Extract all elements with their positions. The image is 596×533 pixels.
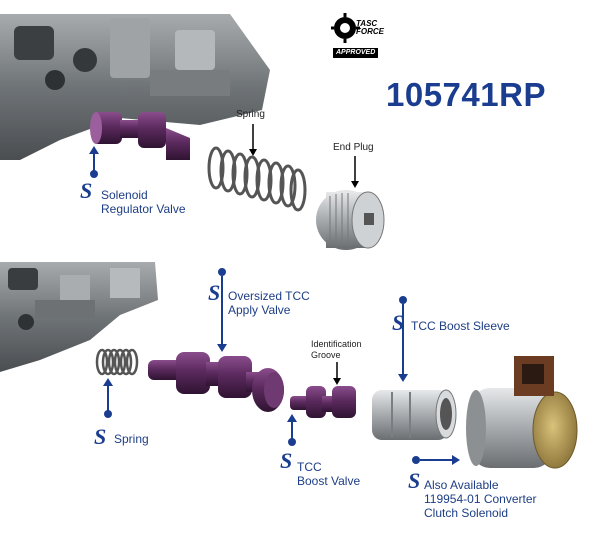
tasc-s-marks: S S S S S S bbox=[80, 178, 420, 493]
label-identification-groove: Identification Groove bbox=[311, 339, 362, 360]
svg-text:S: S bbox=[80, 178, 92, 203]
valve-body-casting-top bbox=[0, 14, 270, 160]
spring-top-part bbox=[207, 146, 307, 212]
callout-arrows bbox=[89, 124, 460, 465]
logo-line-force: FORCE bbox=[356, 27, 384, 36]
spring-bottom-part bbox=[95, 348, 139, 376]
label-oversized-tcc-apply-valve: Oversized TCC Apply Valve bbox=[228, 289, 310, 317]
svg-text:S: S bbox=[392, 310, 404, 335]
label-also-available: Also Available 119954-01 Converter Clutc… bbox=[424, 478, 537, 520]
logo-wordmark: TASC FORCE bbox=[356, 20, 384, 36]
label-tcc-boost-sleeve: TCC Boost Sleeve bbox=[411, 319, 510, 333]
label-end-plug: End Plug bbox=[333, 142, 374, 153]
logo-line-tasc: TASC bbox=[356, 19, 378, 28]
svg-text:S: S bbox=[408, 468, 420, 493]
valve-body-casting-bottom bbox=[0, 262, 158, 372]
label-spring-bottom: Spring bbox=[114, 432, 149, 446]
oversized-tcc-apply-valve-part bbox=[148, 352, 284, 412]
converter-clutch-solenoid-part bbox=[466, 356, 578, 469]
tcc-boost-valve-part bbox=[290, 386, 356, 418]
tasc-force-logo-icon bbox=[331, 13, 360, 43]
end-plug-part bbox=[316, 190, 385, 250]
solenoid-regulator-valve-part bbox=[90, 112, 190, 160]
logo-approved-badge: APPROVED bbox=[333, 48, 379, 58]
svg-text:S: S bbox=[94, 424, 106, 449]
label-solenoid-regulator-valve: Solenoid Regulator Valve bbox=[101, 188, 186, 216]
svg-text:S: S bbox=[208, 280, 220, 305]
part-number: 105741RP bbox=[386, 76, 546, 113]
label-spring-top: Spring bbox=[236, 109, 265, 120]
tcc-boost-sleeve-part bbox=[372, 389, 457, 440]
svg-text:S: S bbox=[280, 448, 292, 473]
label-tcc-boost-valve: TCC Boost Valve bbox=[297, 460, 361, 488]
